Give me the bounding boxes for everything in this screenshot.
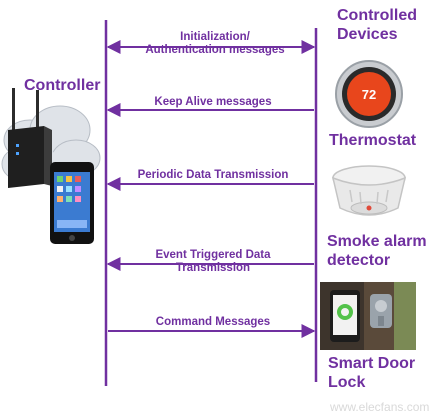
smoke-detector-label-line1: Smoke alarm [327,233,427,250]
message-periodic-data: Periodic Data Transmission [137,169,289,181]
devices-title: Controlled Devices [337,6,417,44]
thermostat-label: Thermostat [329,132,417,149]
message-event-triggered: Event Triggered Data Transmission [118,249,308,275]
message-init-auth: Initialization/ Authentication messages [120,31,310,57]
controller-title: Controller [24,77,101,94]
smartphone-icon [50,162,94,244]
door-lock-label-line1: Smart Door [328,355,416,372]
smoke-detector-label-line2: detector [327,252,391,269]
message-command: Command Messages [155,316,271,328]
door-lock-label-line2: Lock [328,374,366,391]
devices-title-line1: Controlled [337,7,417,24]
devices-title-line2: Devices [337,26,398,43]
door-lock-label: Smart Door Lock [328,354,415,392]
message-event-triggered-line1: Event Triggered Data [155,249,271,261]
thermostat-icon: 72 [335,60,403,128]
message-keep-alive: Keep Alive messages [154,96,272,108]
controller-illustration [1,88,101,244]
smoke-detector-icon [331,165,407,216]
router-icon [8,88,52,188]
smart-door-lock-icon [320,282,416,350]
message-init-auth-line1: Initialization/ [180,31,250,43]
watermark: www.elecfans.com [330,400,430,414]
message-event-triggered-line2: Transmission [175,262,251,274]
thermostat-display: 72 [362,87,376,102]
smoke-detector-label: Smoke alarm detector [327,232,427,270]
message-init-auth-line2: Authentication messages [145,44,285,56]
